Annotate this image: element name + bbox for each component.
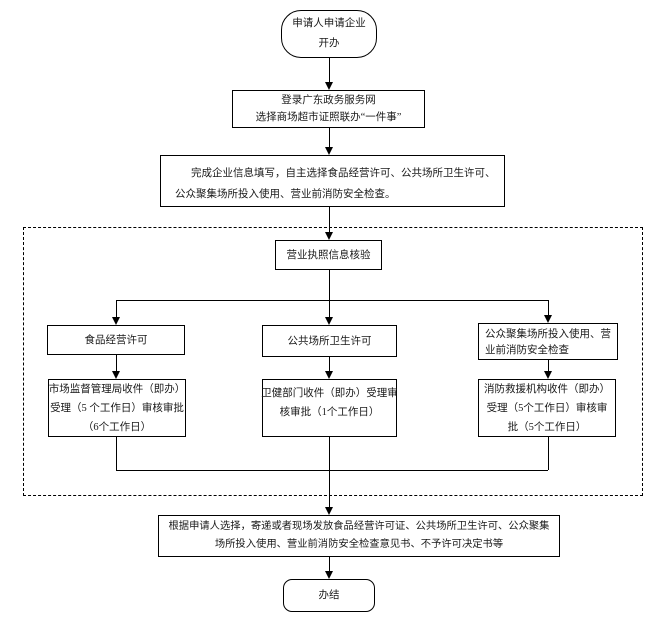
connector-start-to-login: [329, 58, 330, 83]
fill-info-box: 完成企业信息填写，自主选择食品经营许可、公共场所卫生许可、 公众聚集场所投入使用…: [160, 155, 505, 207]
connector-detail3-to-merge: [548, 437, 549, 470]
connector-branch1-to-detail1: [116, 355, 117, 371]
connector-split-to-branch3: [548, 300, 549, 315]
arrowhead-login: [325, 82, 333, 90]
connector-verify-to-split: [329, 270, 330, 300]
branch-food-license-box: 食品经营许可: [47, 325, 185, 355]
start-node-line2: 开办: [318, 38, 340, 49]
license-verify-box: 营业执照信息核验: [275, 240, 382, 270]
connector-merge-to-issue: [329, 470, 330, 507]
detail-health-dept-line2: 核审批（1个工作日）: [279, 407, 380, 418]
issue-result-line2: 场所投入使用、营业前消防安全检查意见书、不予许可决定书等: [214, 539, 504, 550]
detail-market-bureau-line3: （6个工作日）: [82, 421, 152, 433]
connector-split-to-branch2: [329, 300, 330, 317]
arrowhead-branch3: [544, 315, 552, 323]
arrowhead-issue: [325, 507, 333, 515]
branch-fire-safety-line1: 公众聚集场所投入使用、营: [485, 329, 611, 340]
branch-public-place-hygiene-box: 公共场所卫生许可: [262, 325, 397, 357]
issue-result-box: 根据申请人选择，寄递或者现场发放食品经营许可证、公共场所卫生许可、公众聚集 场所…: [158, 515, 560, 557]
start-node-line1: 申请人申请企业: [292, 18, 366, 29]
arrowhead-end: [325, 571, 333, 579]
detail-fire-rescue-line2: 受理（5个工作日）审核审: [486, 402, 608, 414]
arrowhead-detail3: [544, 371, 552, 379]
fill-info-line1: 完成企业信息填写，自主选择食品经营许可、公共场所卫生许可、: [191, 167, 496, 179]
arrowhead-branch2: [325, 317, 333, 325]
detail-fire-rescue-box: 消防救援机构收件（即办） 受理（5个工作日）审核审 批（5个工作日）: [478, 379, 616, 437]
connector-split-to-branch1: [116, 300, 117, 317]
branch-public-place-hygiene-label: 公共场所卫生许可: [287, 335, 372, 347]
arrowhead-detail2: [325, 371, 333, 379]
branch-fire-safety-line2: 业前消防安全检查: [485, 345, 569, 356]
connector-issue-to-end: [329, 557, 330, 571]
branch-fire-safety-box: 公众聚集场所投入使用、营 业前消防安全检查: [478, 323, 618, 360]
issue-result-line1: 根据申请人选择，寄递或者现场发放食品经营许可证、公共场所卫生许可、公众聚集: [168, 521, 550, 532]
arrowhead-fill: [325, 147, 333, 155]
detail-fire-rescue-line1: 消防救援机构收件（即办）: [484, 383, 610, 395]
end-node-label: 办结: [318, 590, 340, 601]
branch-food-license-label: 食品经营许可: [84, 334, 148, 346]
split-line: [116, 300, 548, 301]
arrowhead-verify: [325, 232, 333, 240]
arrowhead-detail1: [112, 371, 120, 379]
approval-stage-dashed-container: [23, 227, 643, 496]
detail-health-dept-box: 卫健部门收件（即办）受理审 核审批（1个工作日）: [261, 379, 398, 437]
connector-detail1-to-merge: [116, 437, 117, 470]
detail-market-bureau-line1: 市场监督管理局收件（即办）: [48, 383, 186, 395]
license-verify-label: 营业执照信息核验: [286, 249, 371, 261]
detail-market-bureau-box: 市场监督管理局收件（即办） 受理（5 个工作日）审核审批 （6个工作日）: [48, 379, 186, 437]
connector-login-to-fill: [329, 128, 330, 147]
start-node-apply-enterprise: 申请人申请企业 开办: [281, 10, 377, 58]
connector-branch3-to-detail3: [548, 360, 549, 371]
login-portal-box: 登录广东政务服务网 选择商场超市证照联办“一件事”: [232, 90, 425, 128]
merge-line: [116, 470, 548, 471]
connector-detail2-to-merge: [329, 437, 330, 470]
arrowhead-branch1: [112, 317, 120, 325]
detail-market-bureau-line2: 受理（5 个工作日）审核审批: [50, 402, 184, 414]
login-portal-line2: 选择商场超市证照联办“一件事”: [255, 112, 402, 123]
connector-branch2-to-detail2: [329, 357, 330, 371]
login-portal-line1: 登录广东政务服务网: [281, 95, 376, 106]
detail-health-dept-line1: 卫健部门收件（即办）受理审: [261, 388, 398, 399]
end-node-complete: 办结: [283, 579, 375, 612]
fill-info-line2: 公众聚集场所投入使用、营业前消防安全检查。: [175, 188, 396, 200]
detail-fire-rescue-line3: 批（5个工作日）: [507, 421, 587, 433]
connector-fill-to-verify: [329, 207, 330, 232]
